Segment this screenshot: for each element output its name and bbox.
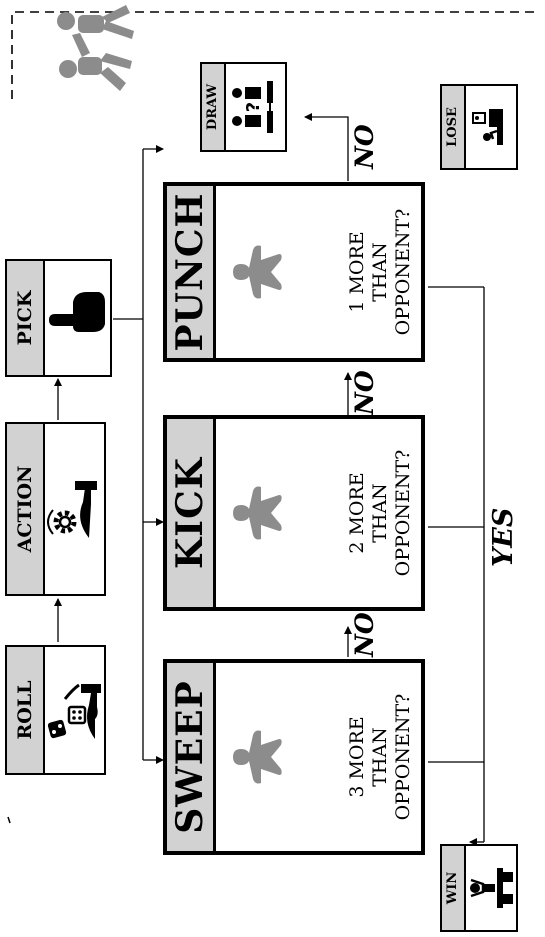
tied-fighters-icon: ? [224,64,285,150]
kick-label: KICK [167,419,216,607]
no-label-kick-punch: NO [350,370,379,415]
no-label-punch-draw: NO [350,124,379,169]
question-line: THAN [369,663,392,851]
sweep-label: SWEEP [167,663,216,851]
pointing-hand-icon [43,261,110,375]
lose-label: LOSE [442,86,466,168]
meeple-icon [231,729,283,785]
svg-text:?: ? [243,102,264,112]
lose-outcome: LOSE [440,84,518,170]
pick-label: PICK [7,261,45,375]
fighters-icon [50,0,160,99]
win-label: WIN [442,846,466,930]
draw-outcome: DRAW ? [200,62,287,152]
win-outcome: WIN [440,844,518,932]
dice-hand-icon [43,647,104,773]
question-line: THAN [369,419,392,607]
question-line: 3 MORE [346,663,369,851]
meeple-icon [231,485,283,541]
punch-question: 1 MORE THAN OPPONENT? [346,186,415,358]
question-line: OPPONENT? [392,663,415,851]
sweep-move: SWEEP 3 MORE THAN OPPONENT? [163,659,425,855]
trophy-podium-icon [464,846,516,930]
roll-label: ROLL [7,647,45,773]
meeple-icon [231,244,283,300]
punch-move: PUNCH 1 MORE THAN OPPONENT? [163,182,425,362]
draw-label: DRAW [202,64,226,150]
no-label-sweep-kick: NO [350,612,379,657]
sweep-question: 3 MORE THAN OPPONENT? [346,663,415,851]
question-line: 1 MORE [346,186,369,358]
roll-step: ROLL [5,645,106,775]
arrow-punch-draw [305,117,348,181]
defeated-podium-icon [464,86,516,168]
frame-tick [8,817,10,823]
question-line: THAN [369,186,392,358]
gear-hand-icon [43,424,104,594]
question-line: 2 MORE [346,419,369,607]
question-line: OPPONENT? [392,186,415,358]
action-label: ACTION [7,424,45,594]
kick-move: KICK 2 MORE THAN OPPONENT? [163,415,425,611]
question-line: OPPONENT? [392,419,415,607]
punch-label: PUNCH [167,186,216,358]
pick-step: PICK [5,259,112,377]
kick-question: 2 MORE THAN OPPONENT? [346,419,415,607]
action-step: ACTION [5,422,106,596]
yes-label: YES [488,508,519,567]
